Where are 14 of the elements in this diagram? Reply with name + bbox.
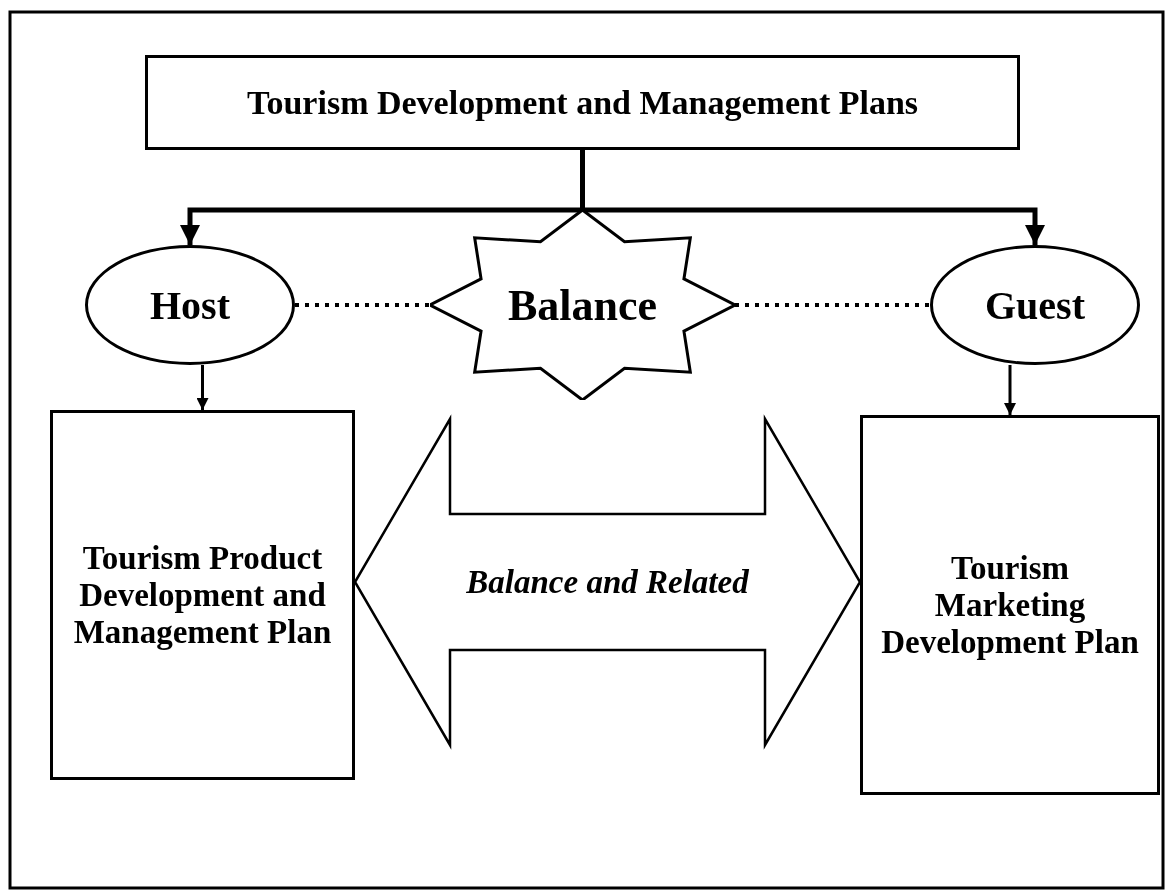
plan-box [50,410,355,780]
dotted-line [735,303,930,307]
plan-box [145,55,1020,150]
node-text: Guest [984,281,1086,329]
node-text: Host [149,281,231,329]
node-text: Balance [506,279,659,331]
plan-box [860,415,1160,795]
arrow [196,365,209,410]
node-text: Tourism Product Development and Management Plan [72,539,333,651]
node-text: Tourism Marketing Development Plan [880,549,1140,661]
node-text: Tourism Development and Management Plans [245,83,920,122]
arrow [1004,365,1016,415]
dotted-line [295,303,430,307]
balance-star [430,210,735,400]
